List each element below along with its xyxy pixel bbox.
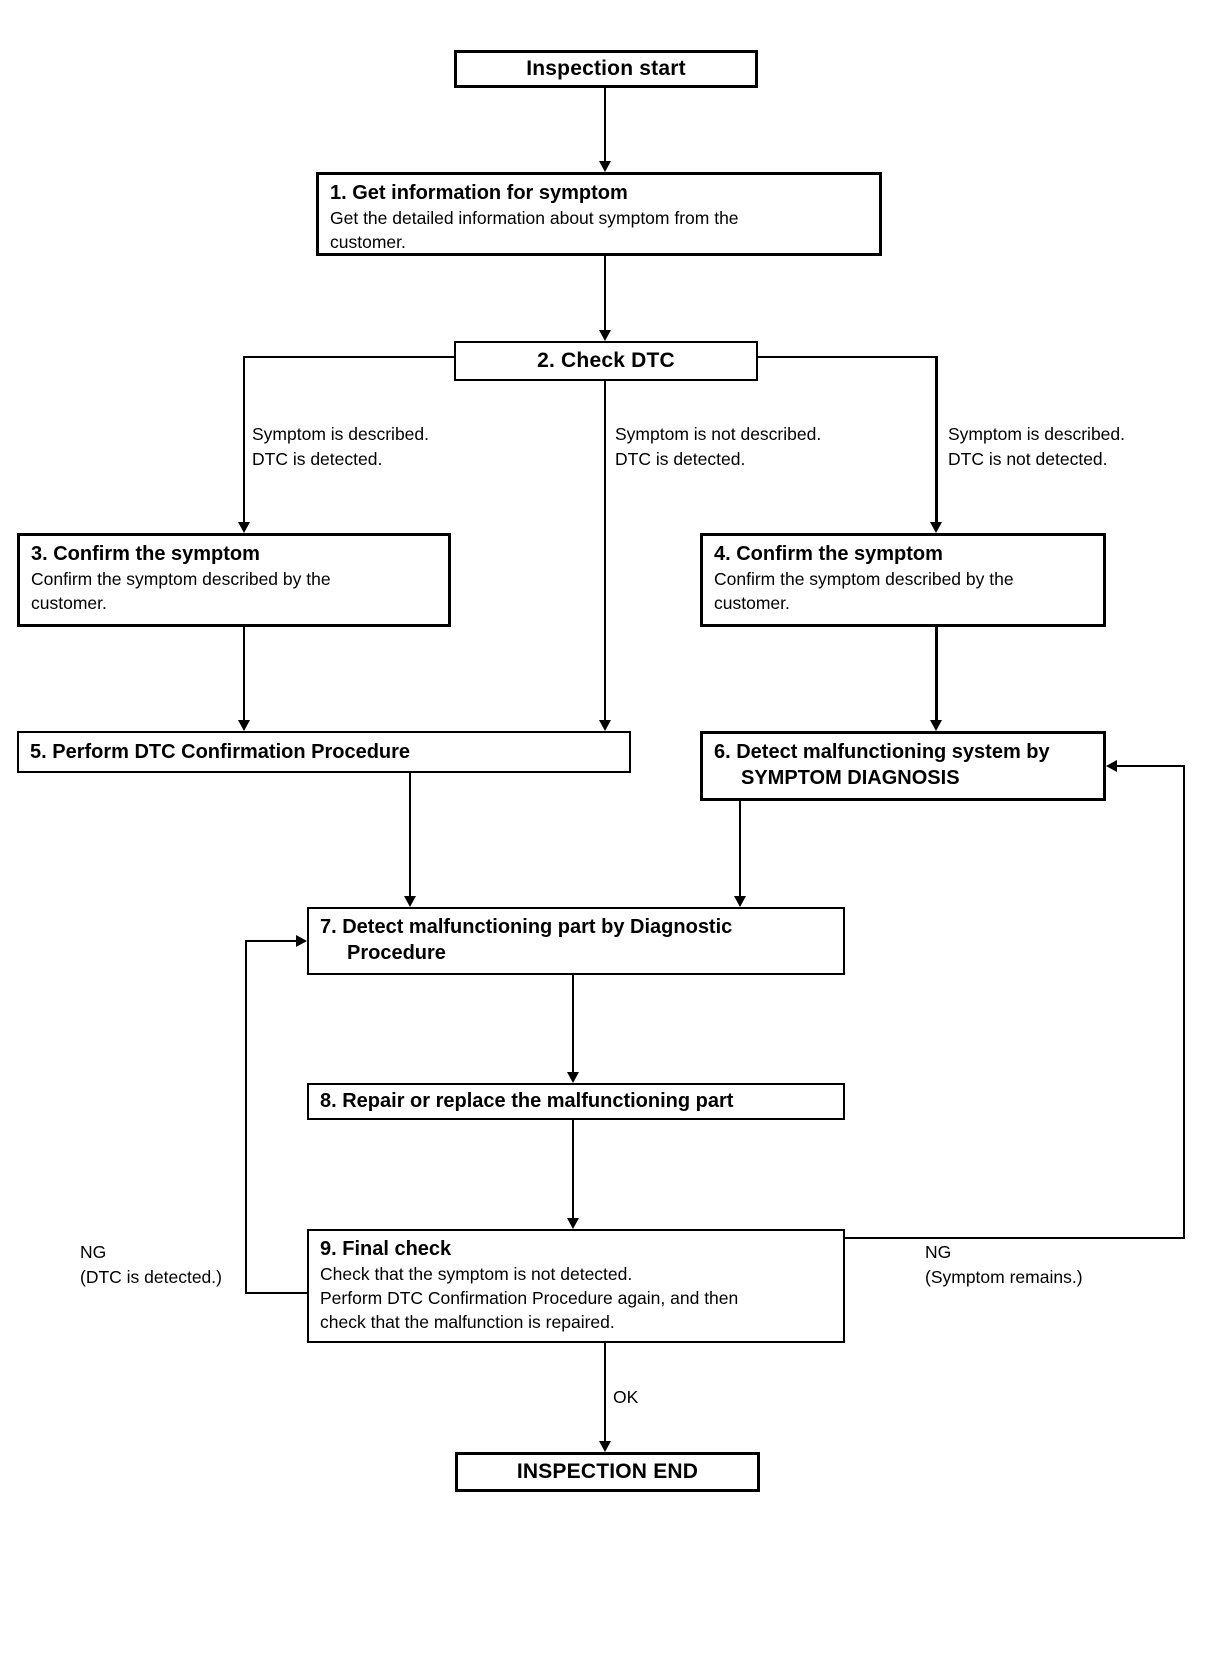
desc-line: Get the detailed information about sympt… (330, 208, 739, 229)
node-inspection-end: INSPECTION END (455, 1452, 760, 1492)
node-step4: 4. Confirm the symptom Confirm the sympt… (700, 533, 1106, 627)
node-step6: 6. Detect malfunctioning system by SYMPT… (700, 731, 1106, 801)
edge-step3-step5-line (243, 627, 245, 722)
node-step3-desc: Confirm the symptom described by the cus… (31, 568, 437, 616)
edge-ng-left-arrow-icon (296, 935, 307, 947)
ng-label-right: NG (Symptom remains.) (925, 1240, 1083, 1290)
branch-label-line: DTC is detected. (615, 448, 746, 469)
branch-label-line: DTC is detected. (252, 448, 383, 469)
desc-line: customer. (714, 593, 790, 614)
ok-label-line: OK (613, 1387, 639, 1407)
edge-step5-step7-line (409, 773, 411, 898)
node-step1: 1. Get information for symptom Get the d… (316, 172, 882, 256)
title-line: SYMPTOM DIAGNOSIS (741, 767, 960, 790)
branch-label-right: Symptom is described. DTC is not detecte… (948, 422, 1125, 472)
edge-step2-step4-vline (935, 356, 938, 523)
edge-step2-step3-hline (244, 356, 454, 358)
node-inspection-start: Inspection start (454, 50, 758, 88)
node-step4-desc: Confirm the symptom described by the cus… (714, 568, 1092, 616)
edge-step2-step5-arrow-icon (599, 720, 611, 731)
edge-step6-step7-line (739, 801, 741, 898)
desc-line: customer. (330, 232, 406, 253)
branch-label-line: Symptom is described. (252, 424, 430, 444)
edge-step2-step3-arrow-icon (238, 522, 250, 533)
title-line: Procedure (347, 942, 446, 965)
node-step7: 7. Detect malfunctioning part by Diagnos… (307, 907, 845, 975)
edge-step5-step7-arrow-icon (404, 896, 416, 907)
edge-step3-step5-arrow-icon (238, 720, 250, 731)
edge-ng-right-vline (1183, 765, 1185, 1239)
ng-label-line: NG (925, 1242, 952, 1262)
edge-start-step1-arrow-icon (599, 161, 611, 172)
edge-ng-left-top-hline (245, 940, 296, 942)
desc-line: Confirm the symptom described by the (31, 569, 331, 590)
desc-line: Confirm the symptom described by the (714, 569, 1014, 590)
node-step4-title: 4. Confirm the symptom (714, 543, 943, 565)
edge-ng-right-bottom-hline (845, 1237, 1185, 1239)
node-step3-title: 3. Confirm the symptom (31, 543, 260, 565)
branch-label-left: Symptom is described. DTC is detected. (252, 422, 429, 472)
edge-start-step1-line (604, 88, 606, 164)
edge-step2-step3-vline (243, 356, 245, 523)
node-step9-desc: Check that the symptom is not detected. … (320, 1263, 832, 1334)
ng-label-line: (DTC is detected.) (80, 1266, 222, 1287)
edge-ng-right-arrow-icon (1106, 760, 1117, 772)
edge-step6-step7-arrow-icon (734, 896, 746, 907)
ng-label-line: NG (80, 1242, 107, 1262)
branch-label-line: Symptom is not described. (615, 424, 822, 444)
node-step1-title: 1. Get information for symptom (330, 182, 628, 204)
node-step5: 5. Perform DTC Confirmation Procedure (17, 731, 631, 773)
node-inspection-end-label: INSPECTION END (516, 1460, 699, 1483)
edge-step4-step6-arrow-icon (930, 720, 942, 731)
edge-step7-step8-line (572, 975, 574, 1074)
node-step9-title: 9. Final check (320, 1238, 452, 1260)
title-line: 7. Detect malfunctioning part by Diagnos… (320, 916, 733, 938)
edge-step9-end-arrow-icon (599, 1441, 611, 1452)
title-line: 6. Detect malfunctioning system by (714, 741, 1050, 763)
node-inspection-start-label: Inspection start (526, 57, 686, 80)
node-step8: 8. Repair or replace the malfunctioning … (307, 1083, 845, 1120)
node-step3: 3. Confirm the symptom Confirm the sympt… (17, 533, 451, 627)
edge-ng-right-top-hline (1116, 765, 1185, 767)
node-step2-label: 2. Check DTC (537, 349, 675, 372)
edge-step7-step8-arrow-icon (567, 1072, 579, 1083)
branch-label-middle: Symptom is not described. DTC is detecte… (615, 422, 821, 472)
edge-ng-left-vline (245, 940, 247, 1294)
node-step7-title: 7. Detect malfunctioning part by Diagnos… (320, 914, 832, 967)
node-step2: 2. Check DTC (454, 341, 758, 381)
node-step8-title: 8. Repair or replace the malfunctioning … (320, 1090, 734, 1113)
node-step9: 9. Final check Check that the symptom is… (307, 1229, 845, 1343)
ok-label: OK (613, 1385, 638, 1410)
edge-step1-step2-line (604, 256, 606, 332)
branch-label-line: Symptom is described. (948, 424, 1126, 444)
edge-step8-step9-line (572, 1120, 574, 1220)
node-step6-title: 6. Detect malfunctioning system by SYMPT… (714, 739, 1092, 792)
desc-line: Perform DTC Confirmation Procedure again… (320, 1288, 739, 1309)
ng-label-left: NG (DTC is detected.) (80, 1240, 222, 1290)
edge-step9-end-line (604, 1343, 606, 1443)
node-step5-title: 5. Perform DTC Confirmation Procedure (30, 740, 411, 763)
edge-step2-step5-line (604, 381, 606, 722)
edge-step4-step6-line (935, 627, 938, 722)
desc-line: check that the malfunction is repaired. (320, 1311, 615, 1332)
desc-line: customer. (31, 593, 107, 614)
edge-ng-left-bottom-hline (245, 1292, 307, 1294)
edge-step2-step4-hline (758, 356, 937, 358)
edge-step8-step9-arrow-icon (567, 1218, 579, 1229)
ng-label-line: (Symptom remains.) (925, 1266, 1083, 1287)
desc-line: Check that the symptom is not detected. (320, 1264, 633, 1285)
node-step1-desc: Get the detailed information about sympt… (330, 207, 868, 255)
edge-step2-step4-arrow-icon (930, 522, 942, 533)
branch-label-line: DTC is not detected. (948, 448, 1108, 469)
edge-step1-step2-arrow-icon (599, 330, 611, 341)
